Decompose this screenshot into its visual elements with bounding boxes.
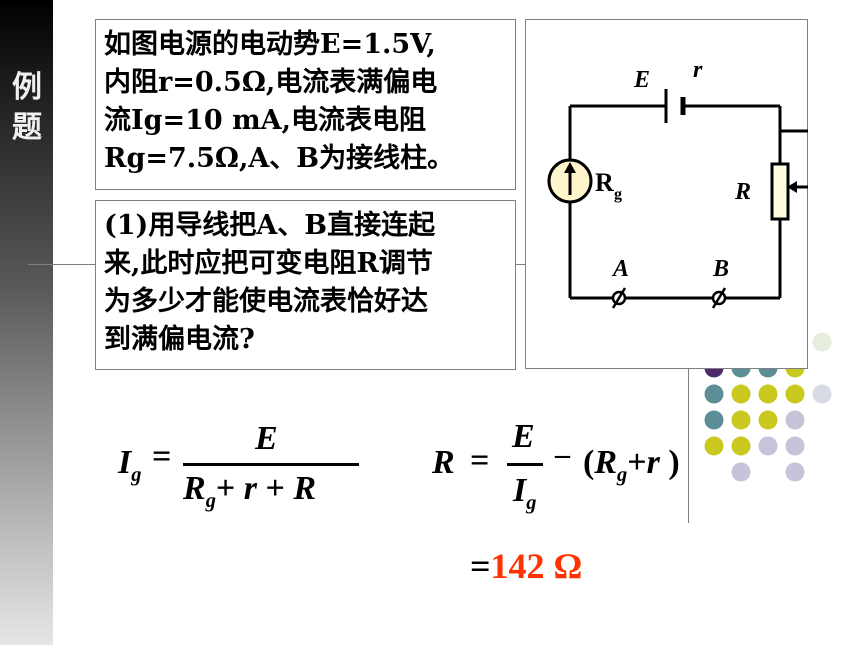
decorative-dot [704,384,724,404]
decorative-dot [731,410,751,430]
formula1-Rg-sub: g [205,489,216,512]
rheostat-slider-arrow [787,181,797,193]
circuit-diagram: E r R A B R g [525,19,808,369]
formula2-close-paren: ) [668,444,680,481]
decorative-dot [785,462,805,482]
formula2-I: I [513,472,527,509]
formula2-plus: + [627,444,647,481]
sidebar-char-1: 例 [12,70,42,105]
galvanometer-symbol [547,158,593,204]
formula2-I-sub: g [526,491,537,514]
formula2-Rg: R [594,444,618,481]
decorative-dot [704,436,724,456]
formula1-R: R [293,470,317,507]
sidebar-char-2: 题 [12,110,42,145]
decorative-dot [785,384,805,404]
formula1-I-sub: g [131,463,142,486]
guide-line-vertical [688,268,689,523]
decorative-dot [785,410,805,430]
formula2-paren-group: (Rg+r ) [583,444,680,487]
formula1-Rg: R [183,470,206,507]
decorative-dot [731,462,751,482]
problem-statement-box: 如图电源的电动势E=1.5V, 内阻r=0.5Ω,电流表满偏电 流Ig=10 m… [95,19,516,190]
terminal-B-symbol [711,287,727,309]
decorative-dot [758,384,778,404]
formula1-numerator: E [255,420,278,457]
formula1-plus2: + [265,470,285,507]
formula2-equals: = [470,442,490,479]
label-r: r [693,57,703,83]
decorative-dot [731,436,751,456]
decorative-dot [758,410,778,430]
formula2-r: r [646,444,660,481]
answer-equals: = [470,546,491,586]
formula1-r: r [243,470,257,507]
label-Rg: R [595,168,614,197]
label-E: E [633,67,650,93]
question-box: (1)用导线把A、B直接连起 来,此时应把可变电阻R调节 为多少才能使电流表恰好… [95,200,516,370]
label-A: A [611,256,629,282]
formula2-open-paren: ( [583,444,595,481]
formula1-lhs: Ig [118,444,141,487]
formula2-minus: – [555,438,570,471]
label-Rg-sub: g [614,186,622,203]
formula2-denominator: Ig [513,472,536,515]
decorative-dot [785,436,805,456]
formula2-lhs: R [432,444,455,481]
decorative-dot [704,410,724,430]
formula1-plus1: + [215,470,236,507]
formula2-fraction-bar [507,463,543,466]
question-text: (1)用导线把A、B直接连起 来,此时应把可变电阻R调节 为多少才能使电流表恰好… [104,210,436,355]
rheostat-body [770,162,790,221]
answer-line: =142 Ω [470,545,582,587]
formula1-I: I [118,444,132,481]
decorative-dot [812,384,832,404]
answer-value: 142 Ω [490,546,583,586]
formula2-numerator: E [512,418,535,455]
formula2-Rg-sub: g [617,463,628,486]
decorative-dot [812,332,832,352]
label-B: B [712,256,729,282]
decorative-dot [731,384,751,404]
problem-statement-text: 如图电源的电动势E=1.5V, 内阻r=0.5Ω,电流表满偏电 流Ig=10 m… [104,29,455,174]
decorative-dot [758,436,778,456]
formula1-fraction-bar [183,463,359,466]
terminal-A-symbol [611,287,627,309]
formula1-equals: = [152,438,172,475]
formula1-denominator: Rg+ r + R [183,470,316,513]
label-R: R [734,179,751,205]
sidebar-gradient [0,0,53,645]
